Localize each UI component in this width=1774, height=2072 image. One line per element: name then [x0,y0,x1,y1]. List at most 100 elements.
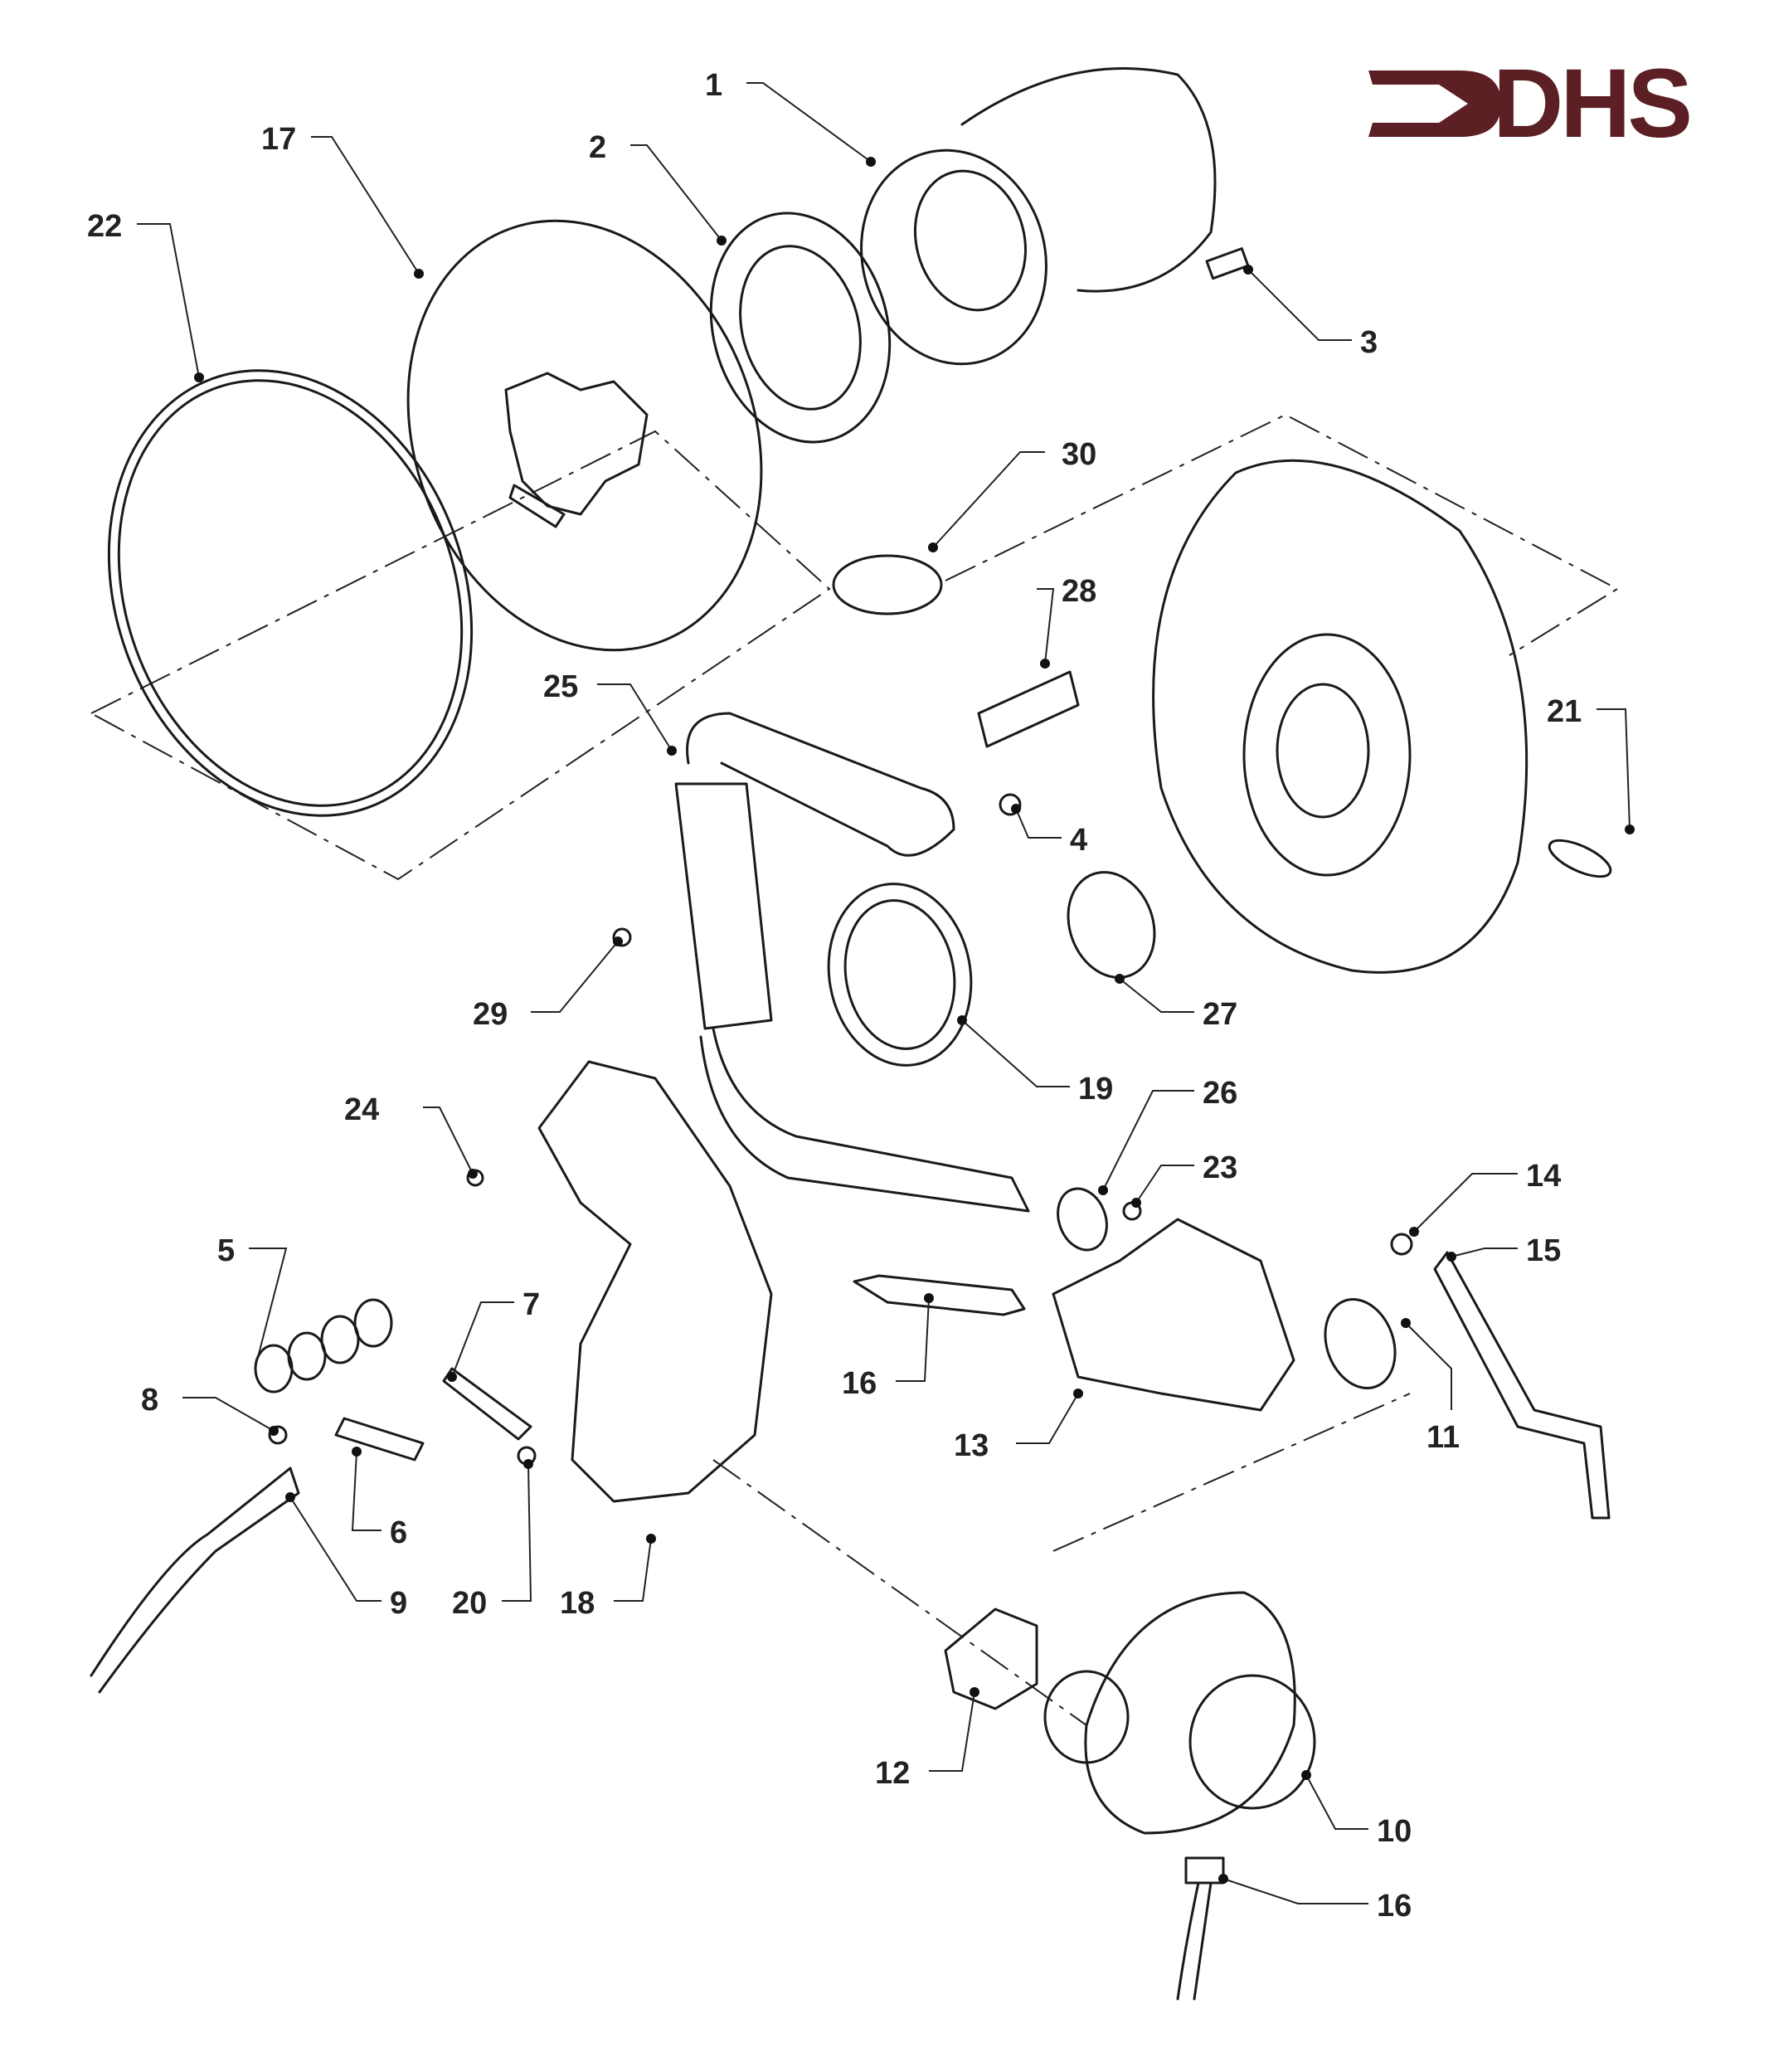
callout-number: 28 [1062,574,1096,609]
callout-20: 20 [452,1459,533,1621]
callout-number: 1 [705,68,722,103]
callout-23: 23 [1131,1150,1237,1208]
callout-number: 14 [1526,1159,1561,1194]
callout-12: 12 [875,1687,979,1791]
callout-number: 12 [875,1756,910,1791]
callout-15: 15 [1446,1233,1561,1268]
callout-16-probe: 16 [842,1293,934,1401]
part-8-screw [268,1425,288,1445]
callout-number: 16 [1377,1889,1412,1924]
part-30-cap [832,554,943,615]
part-25-pipe-body [674,782,773,1030]
part-5-rings [254,1298,393,1393]
part-14-clip [1390,1233,1413,1256]
part-backplate [1152,459,1529,974]
part-1-burner [860,67,1217,366]
callout-11: 11 [1401,1318,1460,1455]
part-6-electrode [334,1417,425,1462]
callout-number: 9 [390,1586,407,1621]
callout-number: 21 [1547,694,1582,729]
callout-1: 1 [705,68,876,167]
callout-6: 6 [351,1447,407,1550]
callout-25: 25 [543,669,677,756]
callout-10: 10 [1301,1770,1412,1849]
part-29-screw [612,927,632,947]
part-12-bracket [944,1608,1038,1710]
callout-5: 5 [217,1233,288,1361]
part-18-housing [537,1060,773,1503]
part-21-grommet [1548,839,1612,878]
callout-number: 4 [1070,823,1087,858]
callout-19: 19 [957,1015,1113,1107]
callout-3: 3 [1243,265,1378,360]
callout-22: 22 [87,209,204,382]
assembly-line-left [90,430,831,881]
callout-number: 3 [1360,325,1378,360]
callout-27: 27 [1115,974,1237,1032]
callout-30: 30 [928,437,1096,552]
callout-number: 15 [1526,1233,1561,1268]
callout-number: 6 [390,1515,407,1550]
callout-number: 10 [1377,1814,1412,1849]
part-11-gasket [1324,1298,1397,1389]
dhs-logo: DHS [1368,49,1693,158]
callout-14: 14 [1409,1159,1561,1237]
callout-number: 19 [1078,1072,1113,1107]
callout-number: 29 [473,997,508,1032]
callout-number: 16 [842,1366,877,1401]
part-13-valve [1052,1218,1295,1412]
part-16-probe [853,1274,1026,1316]
part-27-clip [1067,871,1156,979]
assembly-line-right [945,413,1620,656]
part-2-gasket [709,212,892,444]
callout-17: 17 [261,122,424,279]
callout-13: 13 [954,1389,1083,1463]
part-19-gasket [827,883,973,1067]
callout-8: 8 [141,1383,279,1436]
callout-number: 20 [452,1586,487,1621]
callout-28: 28 [1037,574,1096,669]
callout-number: 22 [87,209,122,244]
part-16-wires [1176,1881,1213,2001]
callout-number: 23 [1203,1150,1237,1185]
callout-number: 11 [1426,1420,1460,1455]
callout-29: 29 [473,936,623,1032]
part-10-fan [1043,1591,1316,1835]
callout-9: 9 [285,1492,407,1621]
part-25-tube [699,1027,1030,1213]
callout-number: 7 [522,1287,540,1322]
callout-number: 8 [141,1383,158,1418]
callout-number: 24 [344,1092,379,1127]
callout-number: 30 [1062,437,1096,472]
part-22-seal [107,369,474,817]
part-9-lead [90,1466,300,1694]
callout-24: 24 [344,1092,478,1179]
callout-2: 2 [589,130,727,246]
callout-4: 4 [1011,804,1087,858]
logo-arrow-icon [1368,71,1501,137]
part-28-bracket [977,670,1080,748]
callout-number: 5 [217,1233,235,1268]
part-25-pipe [686,712,955,857]
callout-18: 18 [560,1534,656,1621]
assembly-line-bottom [712,1459,1087,1726]
part-3-screw [1205,247,1250,280]
callout-16-connector: 16 [1218,1874,1412,1924]
logo-text: DHS [1493,49,1689,158]
callout-number: 17 [261,122,296,157]
part-17-plate [406,219,763,652]
callout-number: 18 [560,1586,595,1621]
part-7-plate [442,1367,532,1441]
callout-7: 7 [447,1287,540,1382]
callout-number: 2 [589,130,606,165]
callout-number: 13 [954,1428,989,1463]
callout-number: 26 [1203,1076,1237,1111]
part-15-pipe [1433,1251,1611,1520]
callout-number: 27 [1203,997,1237,1032]
part-4-nut [999,793,1022,816]
callout-26: 26 [1098,1076,1237,1195]
part-26-ring [1057,1187,1108,1252]
assembly-line-valve [1052,1393,1411,1552]
callout-number: 25 [543,669,578,704]
